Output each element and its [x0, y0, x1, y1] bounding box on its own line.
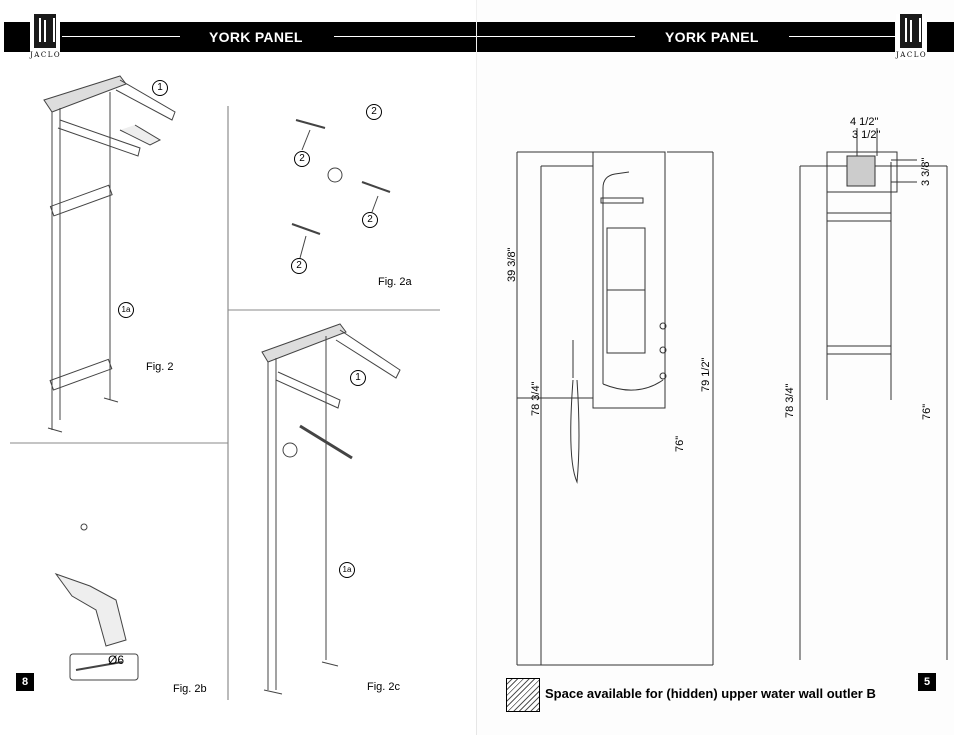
header-rule	[334, 36, 477, 37]
right-page-drawings	[516, 128, 948, 666]
left-header-bar: YORK PANEL	[4, 22, 477, 52]
frame-fig2	[43, 75, 176, 433]
right-header-title: YORK PANEL	[665, 29, 759, 45]
callout-2-b: 2	[362, 212, 378, 228]
header-rule	[477, 36, 635, 37]
left-page-number: 8	[16, 673, 34, 691]
callout-2: 2	[366, 104, 382, 120]
logo-brand: JACLO	[30, 51, 62, 59]
fig-2-label: Fig. 2	[146, 361, 174, 373]
callout-1a-c: 1a	[339, 562, 355, 578]
callout-1-c: 1	[350, 370, 366, 386]
dim-78-3-4-left: 78 3/4"	[530, 381, 542, 417]
fig-2c-label: Fig. 2c	[367, 681, 401, 693]
fig-2b-label: Fig. 2b	[173, 683, 207, 695]
left-header-title: YORK PANEL	[209, 29, 303, 45]
header-rule	[62, 36, 180, 37]
dim-39-3-8: 39 3/8"	[506, 247, 518, 283]
right-page-number: 5	[918, 673, 936, 691]
right-page: YORK PANEL JACLO	[477, 0, 954, 735]
dim-79-1-2: 79 1/2"	[700, 357, 712, 393]
hatched-area-swatch	[506, 678, 540, 712]
dim-76-right: 76"	[921, 403, 933, 420]
shower-panel-drawing	[570, 151, 667, 484]
logo-mark-icon	[34, 14, 56, 48]
left-page-illustrations	[10, 75, 440, 700]
screws-fig2a	[291, 119, 391, 259]
callout-2-a: 2	[294, 151, 310, 167]
jaclo-logo-right: JACLO	[896, 14, 926, 60]
right-header-bar-end	[927, 22, 954, 52]
dim-4-1-2: 4 1/2"	[850, 116, 879, 128]
logo-mark-icon	[900, 14, 922, 48]
legend-text: Space available for (hidden) upper water…	[545, 686, 876, 701]
drill-bit-label: Ø6	[108, 653, 125, 667]
right-header-bar: YORK PANEL	[477, 22, 895, 52]
mounting-frame-drawing	[799, 128, 948, 660]
callout-1: 1	[152, 80, 168, 96]
left-page: YORK PANEL JACLO	[4, 14, 477, 700]
callout-1a: 1a	[118, 302, 134, 318]
header-rule	[789, 36, 895, 37]
fig-2a-label: Fig. 2a	[378, 276, 412, 288]
dim-3-3-8: 3 3/8"	[920, 157, 932, 186]
jaclo-logo: JACLO	[30, 14, 60, 60]
logo-brand: JACLO	[896, 51, 928, 59]
dim-3-1-2: 3 1/2"	[852, 129, 881, 141]
frame-fig2c	[261, 323, 401, 695]
dim-76-left: 76"	[674, 435, 686, 452]
callout-2-c: 2	[291, 258, 307, 274]
dim-78-3-4-right: 78 3/4"	[784, 383, 796, 419]
drill-fig2b	[54, 523, 139, 681]
